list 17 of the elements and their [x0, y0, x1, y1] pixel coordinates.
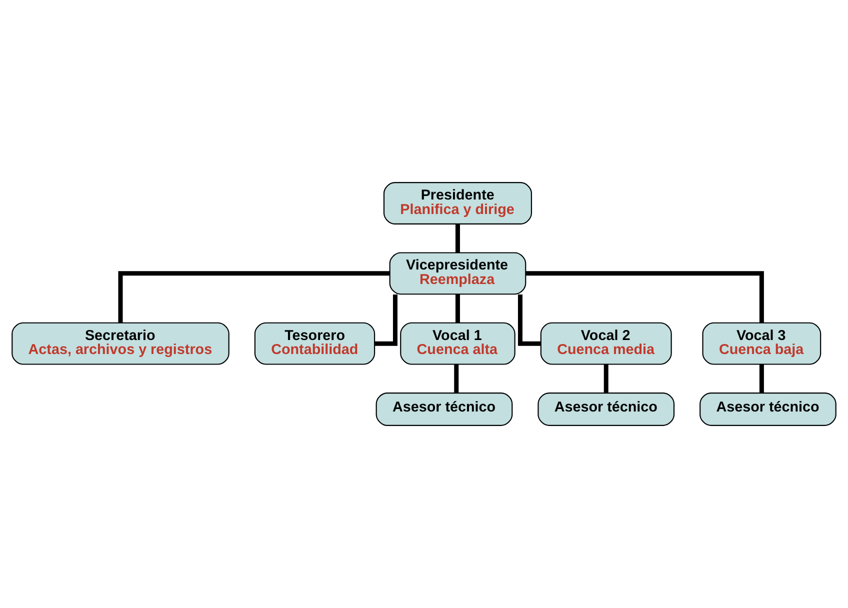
node-box: Vicepresidente Reemplaza [389, 252, 526, 295]
node-box: Asesor técnico [538, 392, 675, 426]
connector [604, 364, 608, 393]
connector [455, 294, 460, 323]
node-box: Asesor técnico [700, 392, 836, 426]
connector [118, 271, 390, 323]
connector [526, 271, 764, 323]
node-box: Tesorero Contabilidad [254, 322, 376, 365]
node-box: Presidente Planifica y dirige [383, 182, 532, 224]
connector [455, 224, 460, 253]
node-box: Vocal 3 Cuenca baja [702, 322, 822, 365]
node-box: Vocal 1 Cuenca alta [400, 322, 516, 365]
node-box: Vocal 2 Cuenca media [540, 322, 672, 365]
node-box: Asesor técnico [376, 392, 513, 426]
connector [759, 364, 764, 393]
connector [454, 364, 459, 393]
node-box: Secretario Actas, archivos y registros [12, 322, 230, 365]
